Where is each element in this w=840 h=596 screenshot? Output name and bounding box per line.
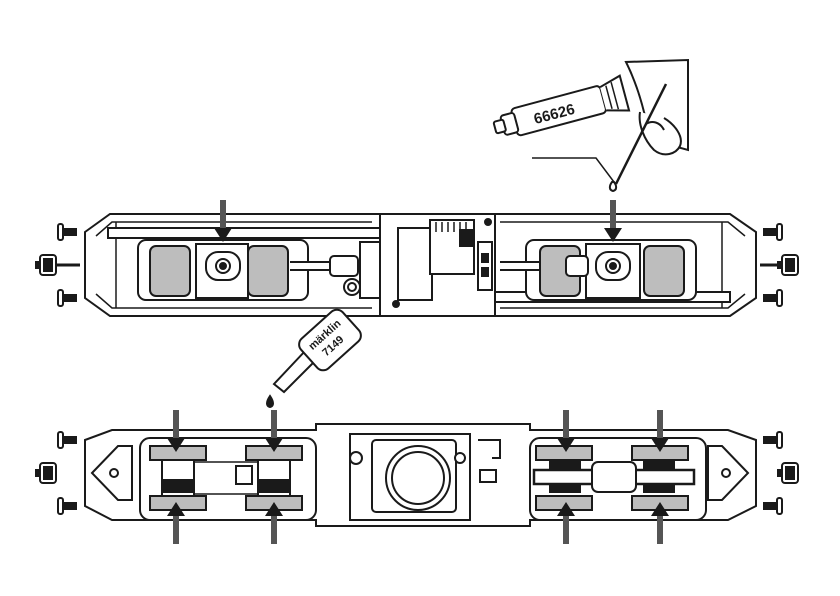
- locomotive-top-view: [36, 214, 798, 316]
- left-coupler-top: [36, 224, 80, 306]
- right-coupler-bottom: [764, 432, 798, 514]
- grease-tube-illustration: 66626: [490, 60, 688, 191]
- right-coupler-top: [760, 224, 798, 306]
- oil-bottle-illustration: märklin 7149: [267, 306, 364, 407]
- locomotive-bottom-view: [36, 424, 798, 526]
- left-coupler-bottom: [36, 432, 76, 514]
